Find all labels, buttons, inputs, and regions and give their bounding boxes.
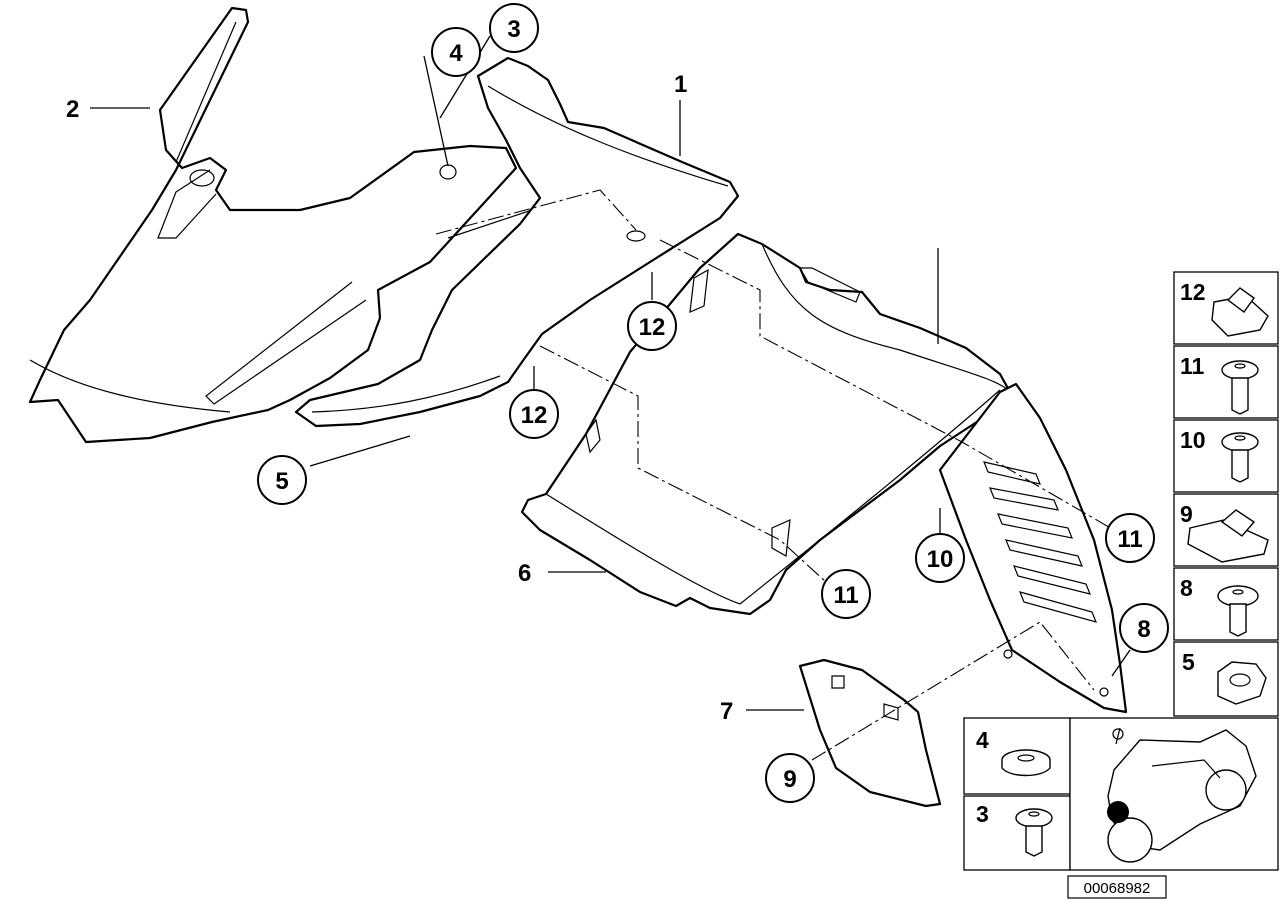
clip-nut-icon (1187, 509, 1269, 563)
legend-label-5: 5 (1182, 649, 1195, 675)
callout-circle-4 (431, 27, 481, 77)
part-inner-tray-drawing (520, 232, 1012, 616)
clip-nut-icon (1211, 287, 1269, 337)
location-marker-icon (1107, 801, 1129, 823)
legend-label-8: 8 (1180, 575, 1193, 601)
reference-number: 00068982 (1067, 875, 1167, 899)
callout-circle-3 (489, 3, 539, 53)
callout-circle-11a (1105, 513, 1155, 563)
legend-label-10: 10 (1180, 427, 1206, 453)
callout-circle-10 (915, 533, 965, 583)
callout-circle-12b (509, 389, 559, 439)
callout-label-4: 4 (449, 40, 463, 67)
callout-label-7: 7 (720, 698, 733, 725)
callout-label-1: 1 (674, 71, 687, 98)
callout-label-10: 10 (927, 546, 954, 573)
reference-number-text: 00068982 (1084, 880, 1151, 897)
screw-icon (1015, 808, 1053, 857)
part-cover-plate-drawing (798, 658, 942, 808)
callouts: 1 2 3 4 5 6 7 8 9 10 11 11 12 12 (66, 3, 1169, 803)
callout-label-3: 3 (507, 16, 520, 43)
callout-circle-11b (821, 569, 871, 619)
callout-circle-12a (627, 301, 677, 351)
leader-lines (90, 35, 1131, 761)
screw-icon (1217, 585, 1259, 637)
motorcycle-locator-icon (1107, 727, 1257, 863)
callout-label-12a: 12 (639, 314, 666, 341)
screw-icon (1221, 432, 1259, 483)
callout-label-6: 6 (518, 560, 531, 587)
callout-label-12b: 12 (521, 402, 548, 429)
callout-label-2: 2 (66, 96, 79, 123)
legend-label-9: 9 (1180, 501, 1193, 527)
callout-label-9: 9 (783, 766, 796, 793)
callout-circle-8 (1119, 603, 1169, 653)
washer-icon (1001, 749, 1051, 777)
callout-label-11a: 11 (1117, 526, 1142, 553)
hardware-legend: 12 11 10 9 8 (963, 271, 1279, 871)
callout-label-8: 8 (1137, 616, 1150, 643)
legend-label-3: 3 (976, 801, 989, 827)
legend-label-11: 11 (1180, 353, 1205, 379)
part-mudguard-drawing (938, 382, 1128, 714)
legend-cell-11 (1173, 345, 1279, 419)
legend-cell-10 (1173, 419, 1279, 493)
callout-circle-5 (257, 455, 307, 505)
screw-icon (1221, 360, 1259, 415)
callout-circle-9 (765, 753, 815, 803)
legend-cell-3 (963, 795, 1071, 871)
hex-nut-icon (1217, 661, 1267, 705)
callout-label-11b: 11 (833, 582, 858, 609)
legend-label-4: 4 (976, 727, 989, 753)
legend-label-12: 12 (1180, 279, 1206, 305)
callout-label-5: 5 (275, 468, 288, 495)
